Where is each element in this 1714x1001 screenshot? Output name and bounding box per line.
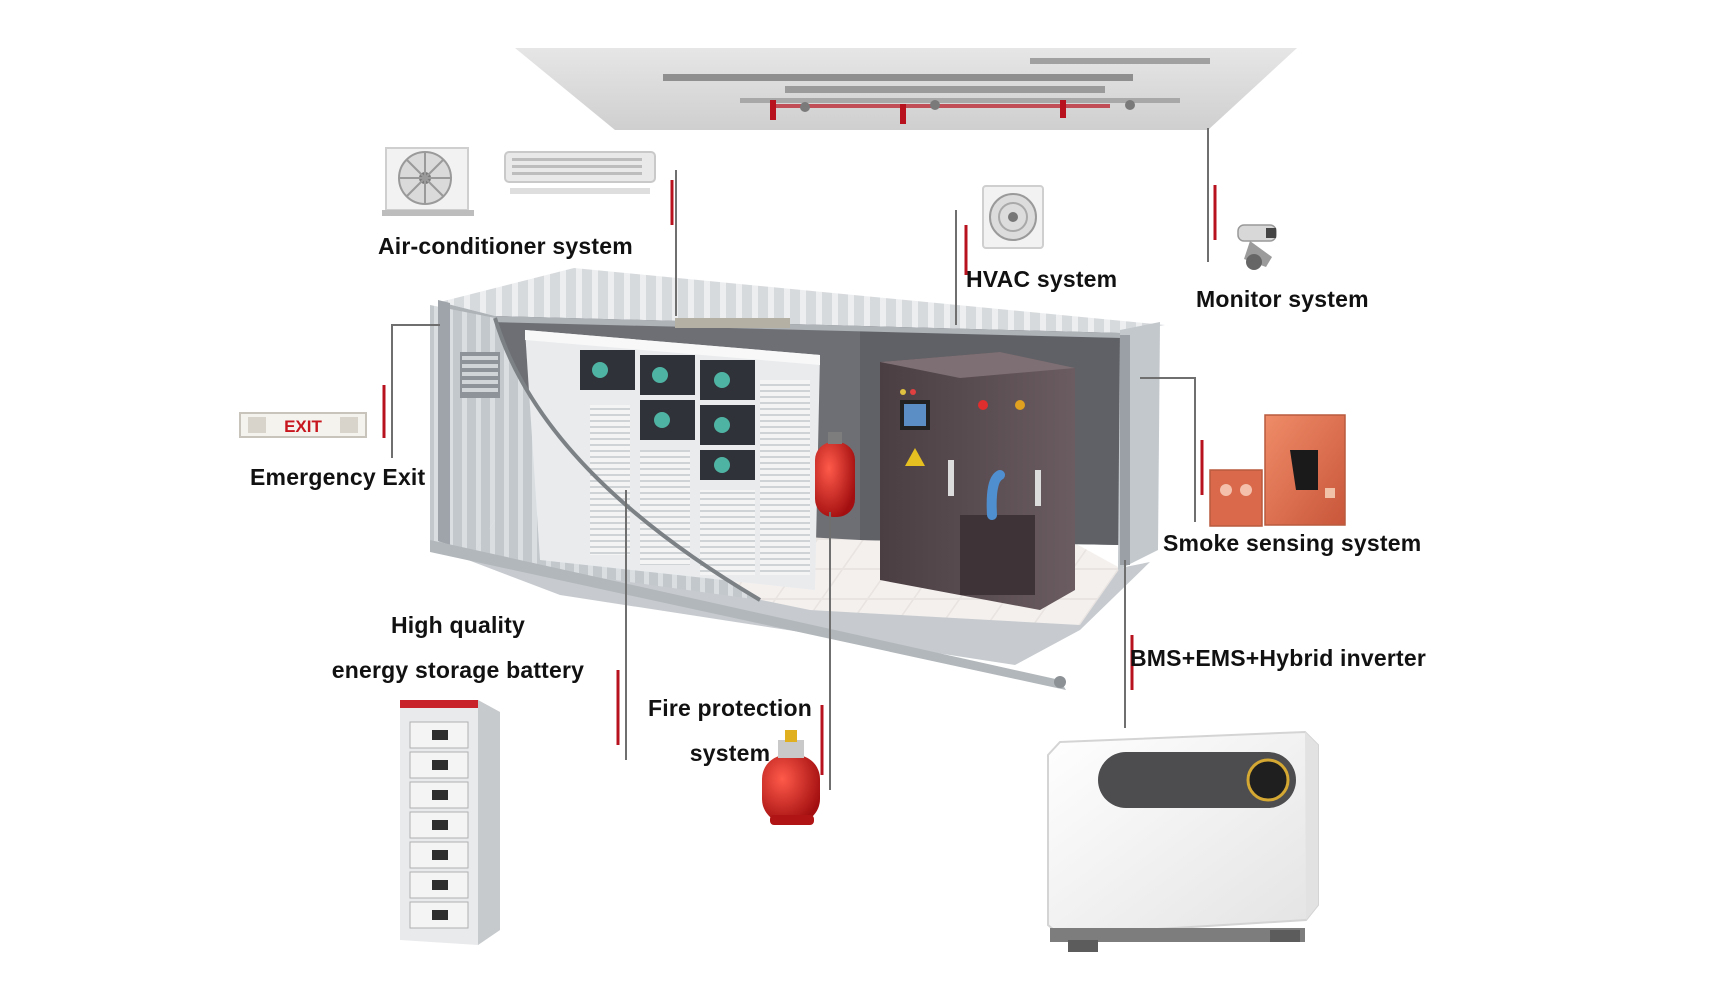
control-cabinets — [880, 352, 1075, 610]
label-fire-line2: system — [689, 740, 771, 766]
interior-extinguisher — [815, 432, 855, 517]
label-emergency-exit: Emergency Exit — [250, 464, 426, 490]
label-smoke-sensing: Smoke sensing system — [1163, 530, 1422, 556]
label-monitor: Monitor system — [1196, 286, 1369, 312]
battery-cabinet-icon — [400, 700, 500, 945]
battery-racks — [493, 317, 820, 602]
label-air-conditioner: Air-conditioner system — [378, 233, 633, 259]
security-camera-icon — [1237, 224, 1277, 270]
exit-sign-icon: EXIT — [239, 412, 367, 438]
exit-sign-text: EXIT — [284, 417, 322, 436]
label-hvac: HVAC system — [966, 266, 1118, 292]
hybrid-inverter-icon — [1047, 730, 1319, 952]
smoke-detector-panels-icon — [1209, 414, 1346, 527]
label-bms: BMS+EMS+Hybrid inverter — [1130, 645, 1427, 671]
ceiling-panel — [515, 48, 1297, 130]
label-battery-line1: High quality — [390, 612, 525, 638]
interior-light — [675, 318, 790, 328]
ac-indoor-unit-icon — [504, 151, 656, 194]
ac-outdoor-unit-icon — [382, 147, 474, 216]
label-battery-line2: energy storage battery — [331, 657, 585, 683]
label-fire-line1: Fire protection — [647, 695, 812, 721]
wall-vent — [460, 352, 500, 398]
leader-lines — [382, 128, 1217, 790]
hvac-fan-icon — [982, 185, 1044, 249]
fire-extinguisher-icon — [762, 730, 820, 825]
